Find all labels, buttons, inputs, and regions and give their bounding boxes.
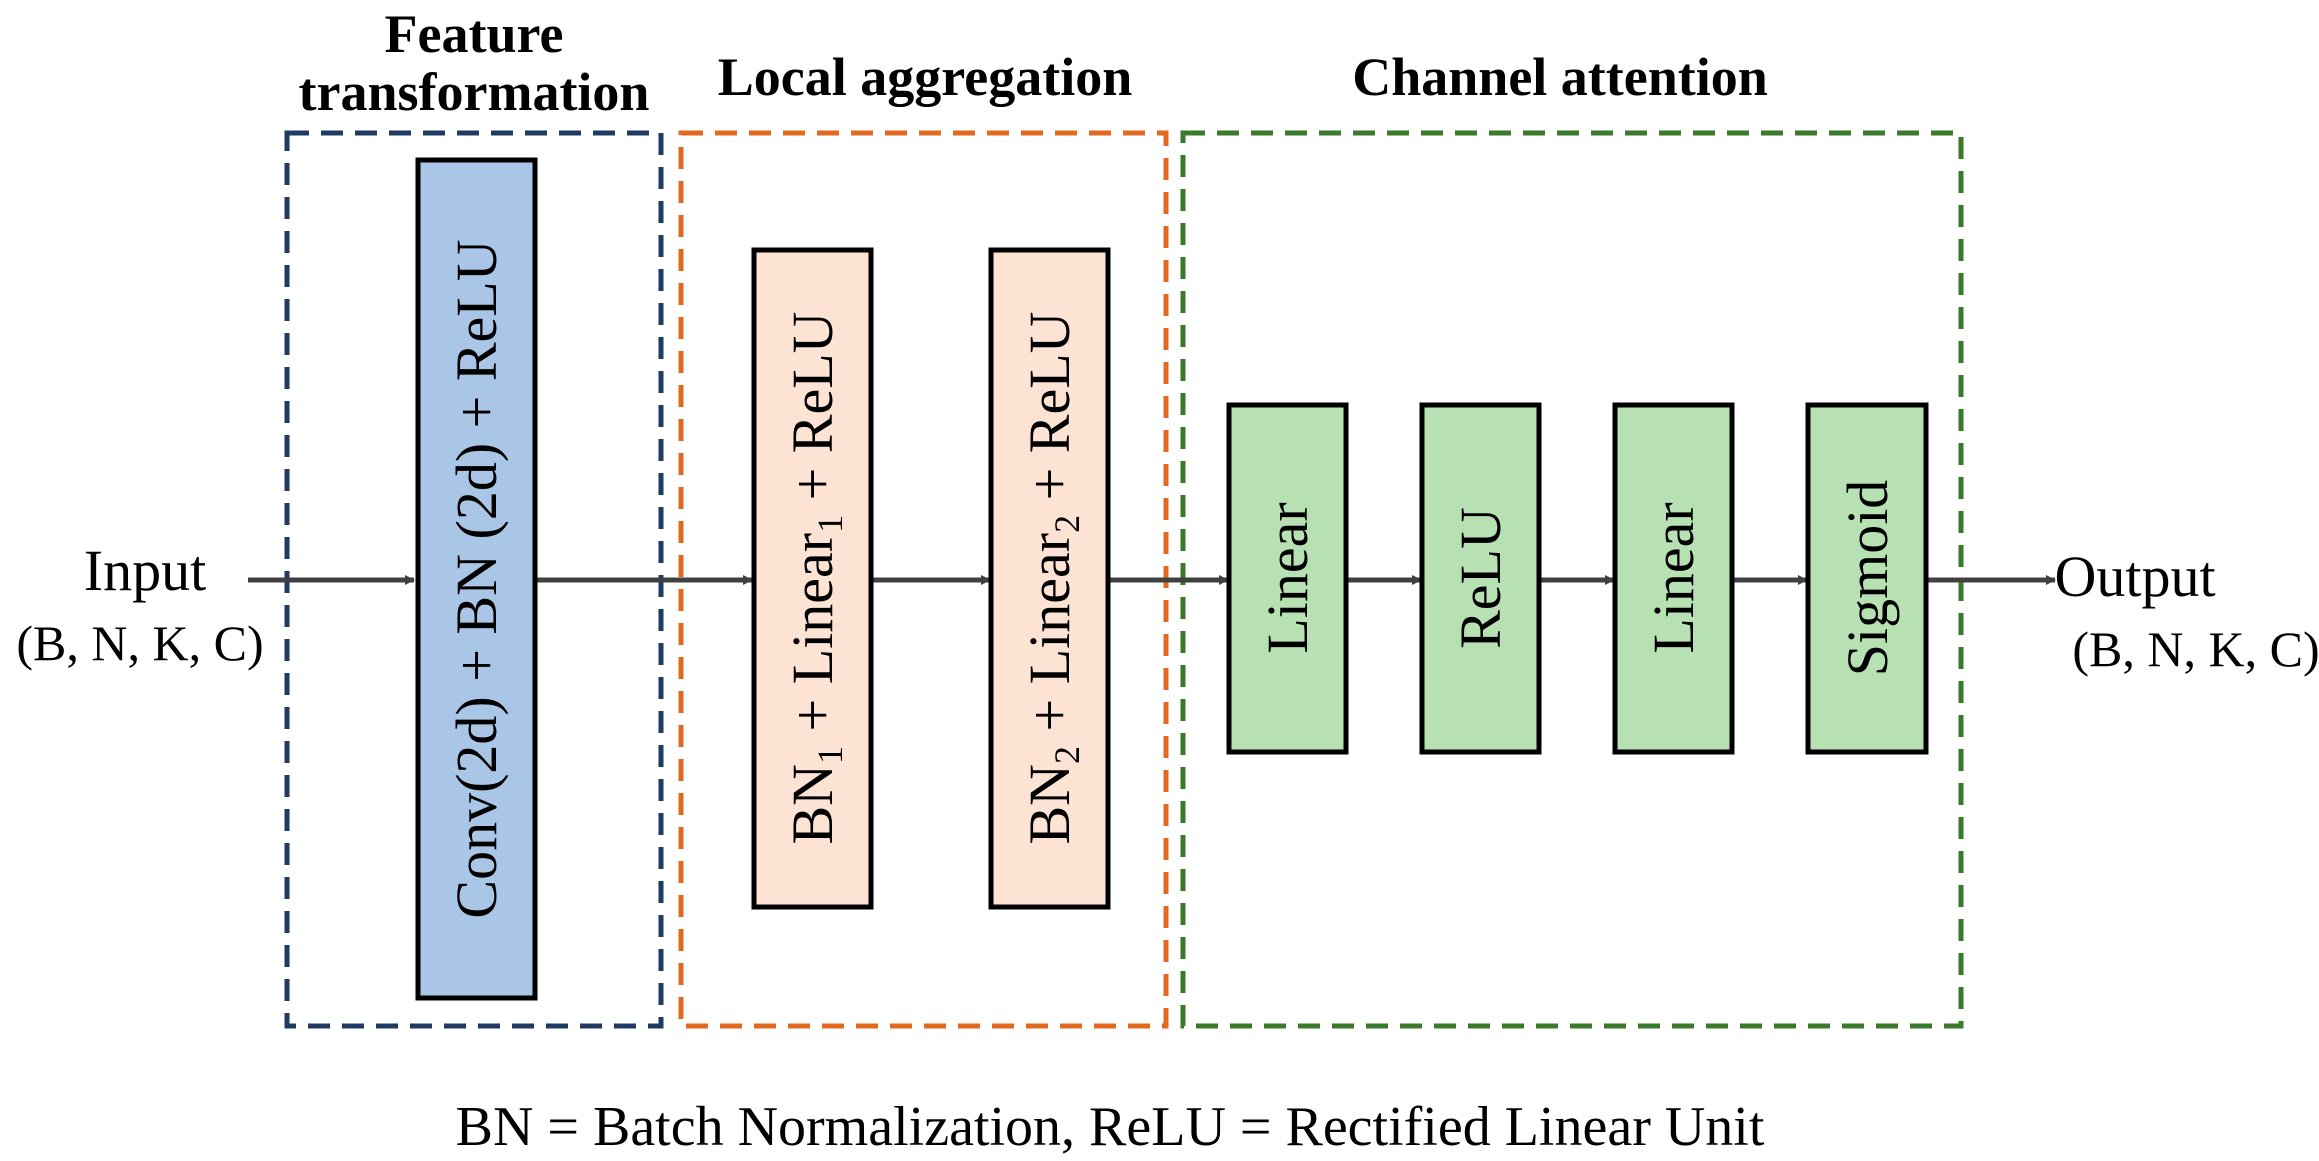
block-sigmoid-label: Sigmoid (1835, 480, 1900, 677)
group-title-channel-attention: Channel attention (1352, 47, 1768, 107)
group-title-feature-line1: Feature (385, 4, 564, 64)
block-conv-bn-relu (415, 157, 538, 1001)
output-label: Output (2054, 544, 2215, 609)
block-sigmoid (1805, 402, 1929, 755)
block-bn1-linear1-relu-label: BN1 + Linear1 + ReLU (780, 311, 850, 844)
block-relu (1419, 402, 1542, 755)
block-linear-2 (1612, 402, 1735, 755)
block-relu-label: ReLU (1448, 507, 1513, 649)
block-conv-bn-relu-label: Conv(2d) + BN (2d) + ReLU (444, 239, 509, 918)
block-linear-1-label: Linear (1255, 502, 1320, 653)
block-linear-1 (1226, 402, 1349, 755)
block-linear-2-label: Linear (1641, 502, 1706, 653)
group-title-feature-line2: transformation (299, 62, 650, 122)
group-title-local-aggregation: Local aggregation (718, 47, 1132, 107)
output-dims: (B, N, K, C) (2072, 621, 2319, 677)
caption: BN = Batch Normalization, ReLU = Rectifi… (456, 1096, 1765, 1158)
input-label: Input (84, 538, 206, 603)
block-bn1-linear1-relu (751, 247, 874, 910)
block-bn2-linear2-relu-label: BN2 + Linear2 + ReLU (1017, 311, 1087, 844)
block-bn2-linear2-relu (988, 247, 1111, 910)
input-dims: (B, N, K, C) (16, 615, 263, 671)
